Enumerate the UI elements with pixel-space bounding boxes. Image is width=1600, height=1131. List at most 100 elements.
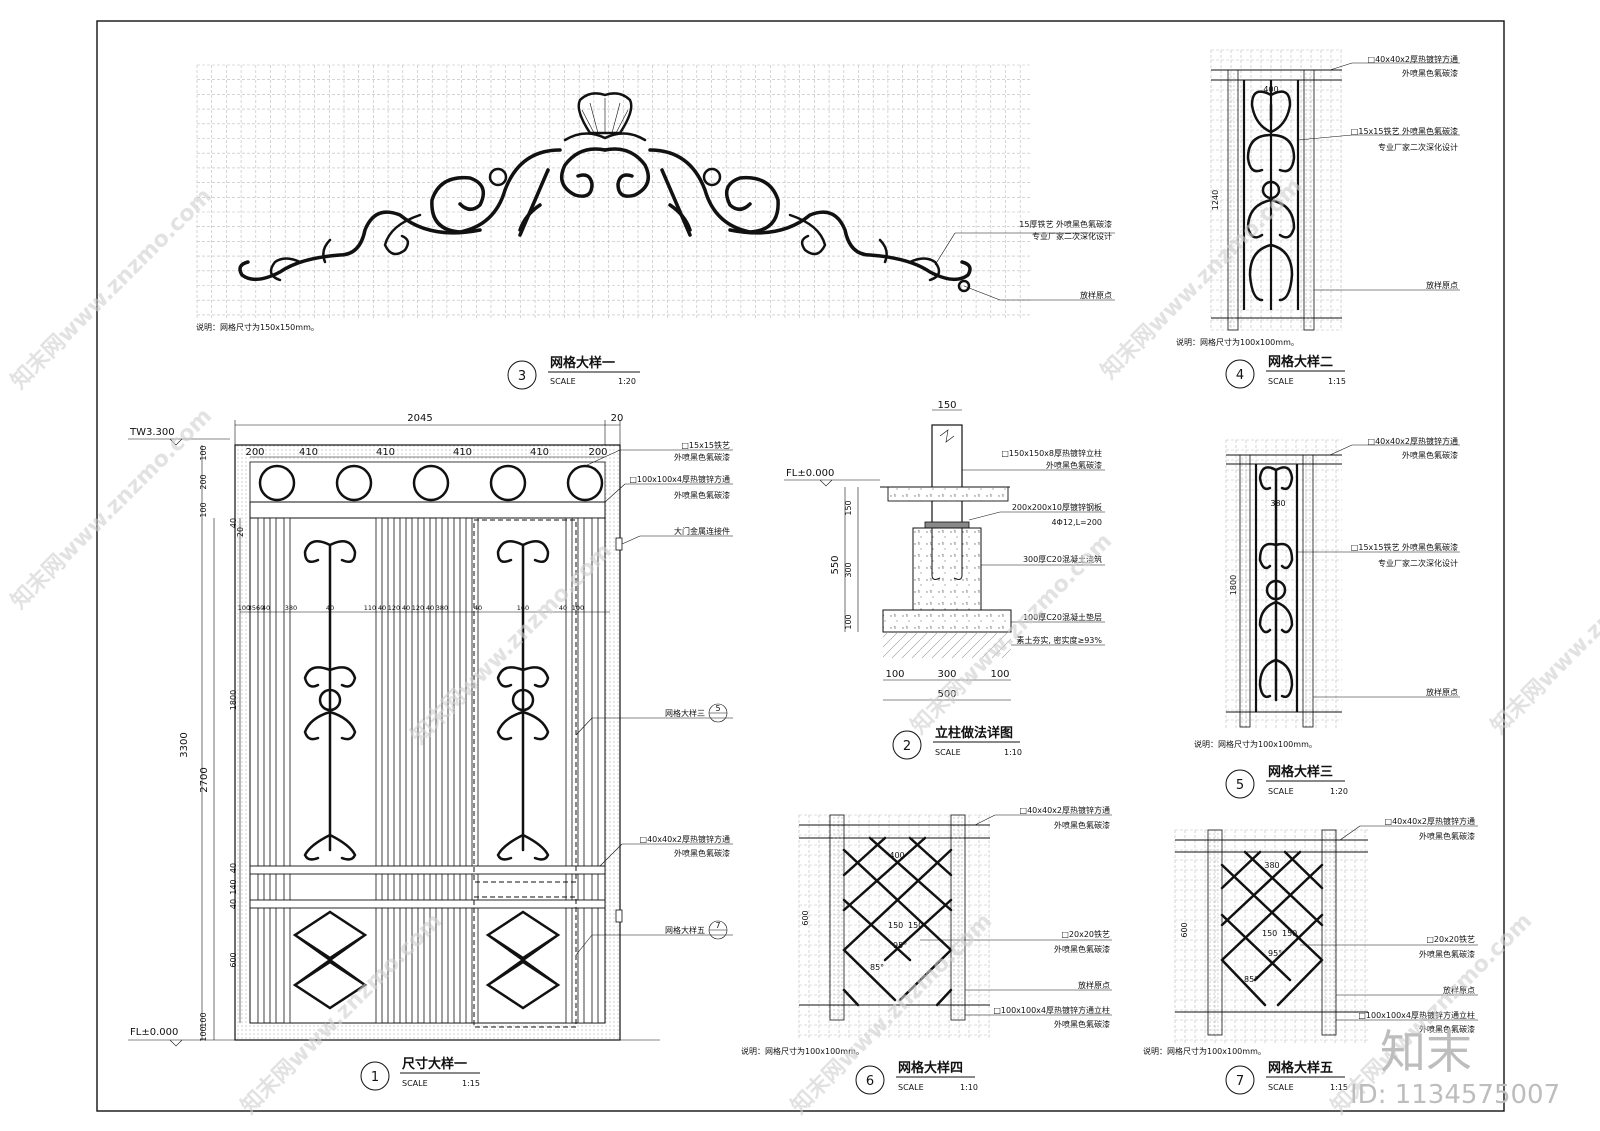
d7-note: 说明：网格尺寸为100x100mm。 xyxy=(1143,1046,1266,1056)
d1-callout-6: 网格大样三 xyxy=(665,708,705,718)
d3-scale: 1:20 xyxy=(618,377,636,386)
d3-callout-2: 专业厂家二次深化设计 xyxy=(1032,231,1112,241)
d1-mid-dim: 40 xyxy=(326,604,334,612)
d2-callout-5: 300厚C20混凝土浇筑 xyxy=(1023,554,1102,564)
d6-callout-5: 放样原点 xyxy=(1078,980,1110,990)
d7-callout-6: □100x100x4厚热镀锌方通立柱 xyxy=(1358,1010,1475,1020)
d7-callout-4: 外喷黑色氟碳漆 xyxy=(1419,949,1475,959)
d2-level-fl: FL±0.000 xyxy=(786,468,834,479)
d1-mid-dim: 120 xyxy=(388,604,400,612)
d6-dim-height: 600 xyxy=(801,910,810,925)
d6-callout-4: 外喷黑色氟碳漆 xyxy=(1054,944,1110,954)
d1-mid-dim: 3560 xyxy=(248,604,265,612)
d4-callout-4: 专业厂家二次深化设计 xyxy=(1378,142,1458,152)
d7-dim-b: 150 xyxy=(1282,929,1297,938)
d1-callout-3: □100x100x4厚热镀锌方通 xyxy=(629,474,730,484)
d1-callout-9: 网格大样五 xyxy=(665,925,705,935)
d4-callout-3: □15x15铁艺 外喷黑色氟碳漆 xyxy=(1351,126,1458,136)
d1-mid-dim: 380 xyxy=(285,604,297,612)
d5-dim-height: 1800 xyxy=(1229,575,1238,595)
d3-callout-1: 15厚铁艺 外喷黑色氟碳漆 xyxy=(1019,219,1112,229)
d1-left-dim: 100 xyxy=(199,502,208,517)
d7-callout-1: □40x40x2厚热镀锌方通 xyxy=(1385,816,1475,826)
d2-callout-4: 4Φ12,L=200 xyxy=(1051,518,1102,527)
d4-scale-word: SCALE xyxy=(1268,377,1294,386)
watermark-logo: 知末 xyxy=(1380,1025,1472,1079)
d4-scrollwork xyxy=(1246,90,1296,302)
d2-dim-300: 300 xyxy=(844,562,853,577)
d7-callout-5: 放样原点 xyxy=(1443,985,1475,995)
d2-callout-6: 100厚C20混凝土垫层 xyxy=(1023,612,1102,622)
d6-dim-b: 150 xyxy=(908,921,923,930)
d1-row-dim: 410 xyxy=(299,447,318,458)
d6-dim-a: 150 xyxy=(888,921,903,930)
d1-mid-dim: 40 xyxy=(402,604,410,612)
d7-angle-a: 95° xyxy=(1268,949,1282,958)
d1-callout-2: 外喷黑色氟碳漆 xyxy=(674,452,730,462)
d2-dim-bottom-100b: 100 xyxy=(990,669,1009,680)
d7-dim-height: 600 xyxy=(1180,922,1189,937)
d4-title: 网格大样二 xyxy=(1268,354,1333,370)
detail-2-column-footing: 150 150 300 100 550 100 300 100 500 FL±0… xyxy=(784,400,1105,760)
d1-row-dim: 200 xyxy=(245,447,264,458)
d1-callout-8: 外喷黑色氟碳漆 xyxy=(674,848,730,858)
d1-left-dim: 200 xyxy=(199,474,208,489)
d7-dim-width: 380 xyxy=(1264,861,1279,870)
d1-mid-dim: 40 xyxy=(474,604,482,612)
d2-callout-1: □150x150x8厚热镀锌立柱 xyxy=(1001,448,1102,458)
d1-mid-dim: 110 xyxy=(364,604,376,612)
d1-left-dim: 100 xyxy=(199,445,208,460)
d3-title: 网格大样一 xyxy=(550,355,615,371)
detail-5-grid-panel: 380 1800 □40x40x2厚热镀锌方通 外喷黑色氟碳漆 □15x15铁艺… xyxy=(1194,436,1460,799)
d6-title: 网格大样四 xyxy=(898,1060,963,1076)
d1-dim-overall-width: 2045 xyxy=(407,413,432,424)
d6-dim-width: 400 xyxy=(889,851,904,860)
d1-callout-9-ref: 7 xyxy=(715,921,720,930)
d1-callout-7: □40x40x2厚热镀锌方通 xyxy=(640,834,730,844)
sheet-border xyxy=(96,20,1505,1112)
d6-angle-a: 95° xyxy=(893,941,907,950)
d1-left-dim: 40 xyxy=(229,518,238,528)
d6-diamond-lattice xyxy=(842,836,953,1007)
d2-dim-bottom-300: 300 xyxy=(937,669,956,680)
detail-6-lattice: 400 600 150 150 95° 85° □40x40x2厚热镀锌方通 外… xyxy=(741,805,1112,1095)
d1-row-dim: 410 xyxy=(376,447,395,458)
detail-4-grid-panel: 400 1240 □40x40x2厚热镀锌方通 外喷黑色氟碳漆 □15x15铁艺… xyxy=(1176,49,1460,389)
d1-dim-total-height: 3300 xyxy=(179,732,190,757)
gate-lattice-right xyxy=(485,910,561,1010)
d1-mid-dim: 40 xyxy=(426,604,434,612)
d1-left-dim: 40 xyxy=(229,863,238,873)
watermark-text-6: 知末网www.znzmo.com xyxy=(1486,528,1600,739)
d4-note: 说明：网格尺寸为100x100mm。 xyxy=(1176,337,1299,347)
d7-callout-7: 外喷黑色氟碳漆 xyxy=(1419,1024,1475,1034)
d7-dim-a: 150 xyxy=(1262,929,1277,938)
watermark-text-1: 知末网www.znzmo.com xyxy=(6,183,217,394)
d4-callout-1: □40x40x2厚热镀锌方通 xyxy=(1368,54,1458,64)
d1-scale-word: SCALE xyxy=(402,1079,428,1088)
detail-7-lattice: 380 600 150 150 95° 85° □40x40x2厚热镀锌方通 外… xyxy=(1143,816,1478,1095)
d2-dim-550: 550 xyxy=(830,555,841,574)
d7-scale-word: SCALE xyxy=(1268,1083,1294,1092)
d5-title: 网格大样三 xyxy=(1268,764,1333,780)
d7-scale: 1:15 xyxy=(1330,1083,1348,1092)
crest-ornament xyxy=(238,92,972,293)
d1-dim-gate-height: 2700 xyxy=(199,767,210,792)
d7-angle-b: 85° xyxy=(1244,975,1258,984)
d4-callout-2: 外喷黑色氟碳漆 xyxy=(1402,68,1458,78)
d6-note: 说明：网格尺寸为100x100mm。 xyxy=(741,1046,864,1056)
d6-callout-6: □100x100x4厚热镀锌方通立柱 xyxy=(993,1005,1110,1015)
d1-mid-dim: 100 xyxy=(238,604,250,612)
d4-callout-5: 放样原点 xyxy=(1426,280,1458,290)
grid-150mm xyxy=(196,64,1030,318)
d6-angle-b: 85° xyxy=(870,963,884,972)
d2-dim-bottom-500: 500 xyxy=(937,689,956,700)
d6-callout-1: □40x40x2厚热镀锌方通 xyxy=(1020,805,1110,815)
detail-3-ornament-grid: 15厚铁艺 外喷黑色氟碳漆 专业厂家二次深化设计 放样原点 说明：网格尺寸为15… xyxy=(196,64,1115,390)
d5-note: 说明：网格尺寸为100x100mm。 xyxy=(1194,739,1317,749)
d1-left-dim: 20 xyxy=(236,527,245,537)
d1-callout-1: □15x15铁艺 xyxy=(681,440,730,450)
d3-number: 3 xyxy=(518,369,526,384)
